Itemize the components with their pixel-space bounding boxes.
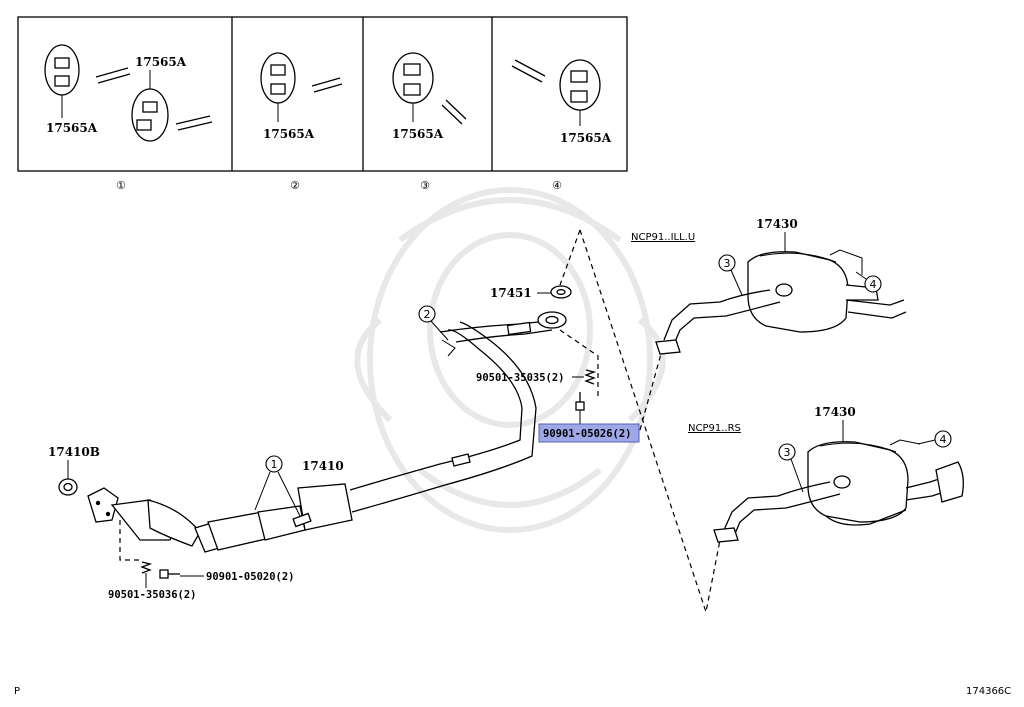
hanger-inset-panels — [17, 16, 628, 172]
part-label-front-pipe: 17410 — [302, 459, 344, 473]
front-pipe-drawing — [87, 311, 567, 553]
part-label-17565a: 17565A — [392, 127, 444, 141]
part-label-gasket-mid: 17451 — [490, 286, 532, 300]
rubber-hanger-drawing — [131, 88, 169, 142]
part-label-17565a: 17565A — [46, 121, 98, 135]
variant-label-upper: NCP91..ILL.U — [631, 232, 695, 243]
callout-1: 1 — [254, 455, 301, 517]
gasket-front-drawing — [58, 478, 78, 496]
callout-3-lower-label: 3 — [784, 446, 791, 459]
callout-3-upper: 3 — [718, 254, 743, 296]
watermark-emblem — [354, 187, 666, 533]
gasket-mid-drawing — [550, 285, 572, 299]
callout-4-lower-label: 4 — [940, 433, 947, 446]
spring-front-drawing — [140, 561, 153, 574]
callout-1-label: 1 — [271, 458, 278, 471]
figure-code: 174366C — [966, 686, 1011, 697]
dashed-variant-guide — [559, 229, 721, 615]
callout-4-lower: 4 — [917, 430, 952, 448]
callout-3-lower: 3 — [778, 443, 804, 493]
part-label-bolt-mid[interactable]: 90901-05026(2) — [543, 428, 632, 440]
inset-2: 17565A — [260, 52, 343, 141]
part-label-muffler-upper: 17430 — [756, 217, 798, 231]
highlighted-part-label[interactable]: 90901-05026(2) — [538, 423, 640, 443]
inset-number-3: ③ — [420, 179, 430, 192]
part-label-gasket-front: 17410B — [48, 445, 100, 459]
muffler-lower-drawing — [713, 439, 964, 543]
variant-label-lower: NCP91..RS — [688, 423, 741, 434]
rubber-hanger-drawing — [44, 44, 80, 96]
callout-4-upper: 4 — [855, 271, 882, 293]
callout-2: 2 — [418, 305, 449, 341]
part-label-17565a: 17565A — [135, 55, 187, 69]
part-label-bolt-front: 90901-05020(2) — [206, 571, 295, 583]
inset-number-1: ① — [116, 179, 126, 192]
part-label-spring-front: 90501-35036(2) — [108, 589, 197, 601]
inset-4: 17565A — [511, 59, 612, 145]
rubber-hanger-drawing — [559, 59, 601, 111]
rubber-hanger-drawing — [260, 52, 296, 104]
callout-2-label: 2 — [424, 308, 431, 321]
footer-left-mark: P — [14, 686, 20, 697]
dashed-guide-front — [119, 520, 142, 561]
muffler-upper-drawing — [655, 249, 907, 355]
dashed-guide-mid — [559, 329, 599, 398]
callout-3-upper-label: 3 — [724, 257, 731, 270]
bolt-mid-drawing — [575, 392, 585, 411]
inset-number-4: ④ — [552, 179, 562, 192]
inset-numbers: ① ② ③ ④ — [116, 179, 562, 192]
bolt-front-drawing — [159, 569, 180, 579]
inset-1: 17565A 17565A — [44, 44, 213, 142]
part-label-muffler-lower: 17430 — [814, 405, 856, 419]
part-label-spring-mid: 90501-35035(2) — [476, 372, 565, 384]
rubber-hanger-drawing — [392, 52, 434, 104]
inset-3: 17565A — [392, 52, 467, 141]
part-label-17565a: 17565A — [263, 127, 315, 141]
part-label-17565a: 17565A — [560, 131, 612, 145]
inset-number-2: ② — [290, 179, 300, 192]
callout-4-upper-label: 4 — [870, 278, 877, 291]
spring-mid-drawing — [584, 369, 597, 385]
